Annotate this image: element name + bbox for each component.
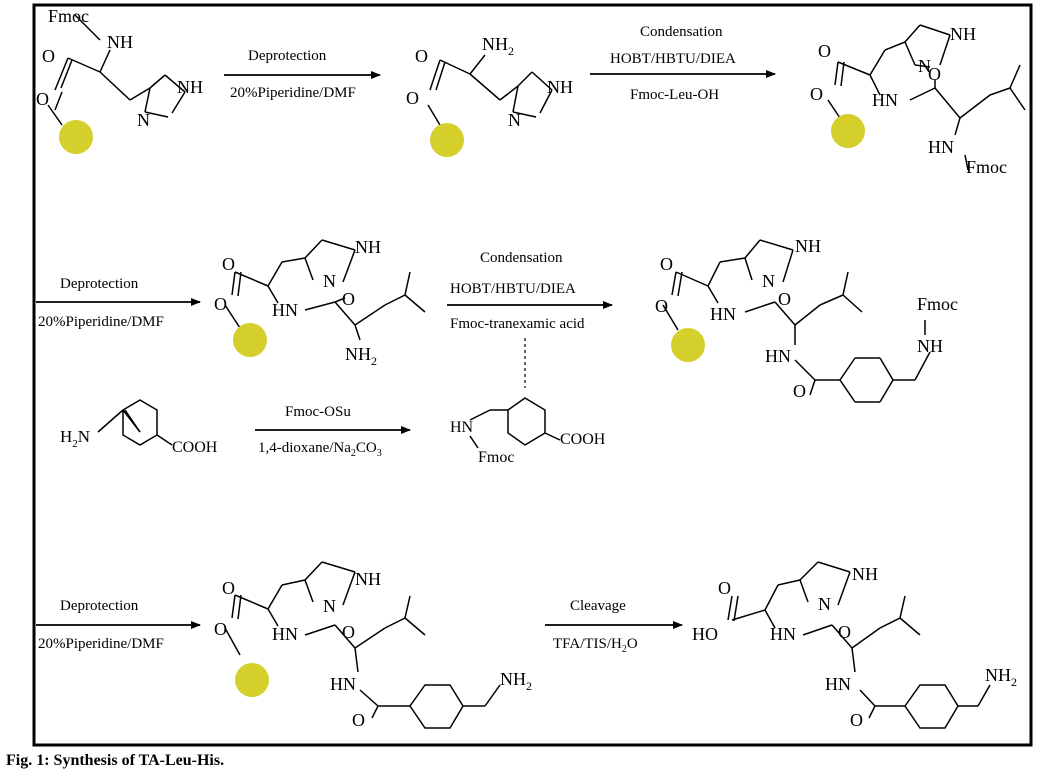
compound-tranexamic-acid bbox=[97, 399, 173, 446]
label-n: N bbox=[818, 594, 831, 614]
r2-below: Fmoc-Leu-OH bbox=[630, 87, 719, 103]
label-o: O bbox=[352, 710, 365, 730]
label-n: N bbox=[918, 56, 931, 76]
r1-below: 20%Piperidine/DMF bbox=[230, 85, 356, 101]
label-o: O bbox=[42, 46, 55, 66]
label-o: O bbox=[660, 254, 673, 274]
label-hn: HN bbox=[765, 346, 791, 366]
label-hn: HN bbox=[272, 300, 298, 320]
compound-ta-leu-his bbox=[727, 561, 991, 729]
label-nh2: NH2 bbox=[345, 344, 377, 368]
compound-leu-his-resin bbox=[224, 239, 426, 341]
label-n: N bbox=[137, 110, 150, 130]
label-o: O bbox=[406, 88, 419, 108]
compound-fmoc-ta-leu-his-resin bbox=[662, 239, 931, 403]
label-nh2: NH2 bbox=[985, 665, 1017, 689]
scheme-frame bbox=[32, 3, 1033, 747]
label-nh: NH bbox=[107, 32, 133, 52]
label-fmoc: Fmoc bbox=[966, 157, 1007, 177]
label-o: O bbox=[415, 46, 428, 66]
r6-below: 20%Piperidine/DMF bbox=[38, 636, 164, 652]
resin-bead bbox=[59, 120, 93, 154]
label-o: O bbox=[850, 710, 863, 730]
label-hn: HN bbox=[825, 674, 851, 694]
r4-above: Condensation bbox=[480, 250, 563, 266]
label-nh: NH bbox=[852, 564, 878, 584]
label-hn: HN bbox=[770, 624, 796, 644]
label-nh: NH bbox=[950, 24, 976, 44]
resin-bead bbox=[233, 323, 267, 357]
figure-caption: Fig. 1: Synthesis of TA-Leu-His. bbox=[6, 752, 225, 769]
label-hn: HN bbox=[450, 419, 474, 436]
label-fmoc: Fmoc bbox=[48, 6, 89, 26]
label-hn: HN bbox=[330, 674, 356, 694]
label-o: O bbox=[778, 289, 791, 309]
label-o: O bbox=[810, 84, 823, 104]
label-ho: HO bbox=[692, 624, 718, 644]
label-hn: HN bbox=[928, 137, 954, 157]
label-n: N bbox=[323, 271, 336, 291]
resin-bead bbox=[430, 123, 464, 157]
label-cooh: COOH bbox=[560, 431, 606, 448]
r2-mid: HOBT/HBTU/DIEA bbox=[610, 51, 736, 67]
label-o: O bbox=[818, 41, 831, 61]
label-h2n: H2N bbox=[60, 427, 90, 450]
label-nh: NH bbox=[917, 336, 943, 356]
r2-above: Condensation bbox=[640, 24, 723, 40]
r4-below: Fmoc-tranexamic acid bbox=[450, 316, 585, 332]
label-n: N bbox=[508, 110, 521, 130]
label-hn: HN bbox=[272, 624, 298, 644]
r7-above: Cleavage bbox=[570, 598, 626, 614]
label-n: N bbox=[323, 596, 336, 616]
label-o: O bbox=[342, 622, 355, 642]
label-o: O bbox=[928, 64, 941, 84]
label-o: O bbox=[222, 578, 235, 598]
r6-above: Deprotection bbox=[60, 598, 139, 614]
compound-ta-leu-his-resin bbox=[224, 561, 501, 729]
label-o: O bbox=[214, 619, 227, 639]
label-fmoc: Fmoc bbox=[478, 449, 514, 466]
compound-fmoc-leu-his-resin bbox=[827, 24, 1026, 171]
compound-fmoc-tranexamic-acid bbox=[469, 397, 561, 449]
r7-below: TFA/TIS/H2O bbox=[553, 636, 638, 655]
r3-above: Deprotection bbox=[60, 276, 139, 292]
r5-above: Fmoc-OSu bbox=[285, 404, 351, 420]
label-o: O bbox=[838, 622, 851, 642]
label-nh2: NH2 bbox=[482, 34, 514, 58]
r1-above: Deprotection bbox=[248, 48, 327, 64]
label-o: O bbox=[222, 254, 235, 274]
r4-mid: HOBT/HBTU/DIEA bbox=[450, 281, 576, 297]
label-nh: NH bbox=[355, 569, 381, 589]
r3-below: 20%Piperidine/DMF bbox=[38, 314, 164, 330]
label-cooh: COOH bbox=[172, 439, 218, 456]
label-hn: HN bbox=[872, 90, 898, 110]
label-o: O bbox=[793, 381, 806, 401]
label-o: O bbox=[342, 289, 355, 309]
label-o: O bbox=[36, 89, 49, 109]
label-n: N bbox=[762, 271, 775, 291]
compound-fmoc-his-resin bbox=[47, 14, 186, 126]
resin-bead bbox=[235, 663, 269, 697]
label-fmoc: Fmoc bbox=[917, 294, 958, 314]
label-o: O bbox=[214, 294, 227, 314]
label-hn: HN bbox=[710, 304, 736, 324]
label-nh: NH bbox=[795, 236, 821, 256]
resin-bead bbox=[671, 328, 705, 362]
label-o: O bbox=[718, 578, 731, 598]
resin-bead bbox=[831, 114, 865, 148]
r5-below: 1,4-dioxane/Na2CO3 bbox=[258, 440, 382, 459]
label-nh: NH bbox=[355, 237, 381, 257]
label-nh: NH bbox=[177, 77, 203, 97]
label-o: O bbox=[655, 296, 668, 316]
compound-his-resin bbox=[427, 54, 553, 126]
label-nh: NH bbox=[547, 77, 573, 97]
label-nh2: NH2 bbox=[500, 669, 532, 693]
